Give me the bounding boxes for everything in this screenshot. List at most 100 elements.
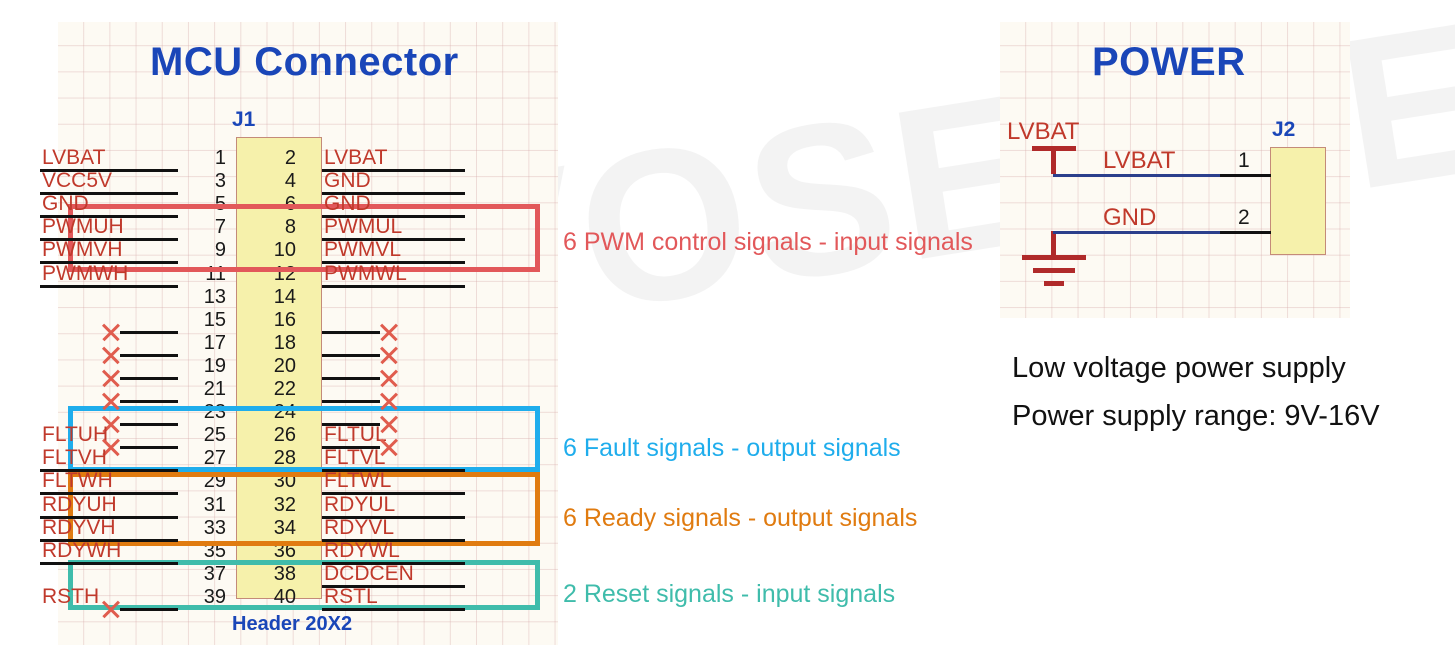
pin-row: 31 32	[0, 490, 500, 520]
net-wire-right	[322, 238, 465, 242]
net-wire-left	[120, 330, 178, 334]
net-label-right: PWMUL	[324, 215, 403, 239]
pin-number-even: 16	[273, 308, 296, 331]
pin-row: 39 40	[0, 582, 500, 612]
net-wire-left	[40, 284, 178, 288]
pin-number-even: 4	[284, 170, 296, 193]
pin-number-odd: 31	[203, 493, 226, 516]
pin-row: 27 28	[0, 443, 500, 473]
pin-number-odd: 7	[214, 216, 226, 239]
net-wire-right	[322, 400, 380, 403]
no-connect-icon	[100, 390, 122, 412]
net-label-right: FLTVL	[324, 446, 386, 470]
annotation-ready: 6 Ready signals - output signals	[563, 504, 918, 532]
net-wire-left	[40, 215, 178, 219]
pin-number-even: 28	[273, 447, 296, 470]
net-label-left: RDYUH	[42, 492, 117, 516]
pin-number-even: 40	[273, 585, 296, 608]
net-wire-left	[120, 423, 178, 427]
net-wire-right	[322, 492, 465, 496]
net-wire-right	[322, 330, 380, 334]
pin-row: 25 26	[0, 420, 500, 450]
net-wire-right	[322, 284, 465, 288]
power-net-wire-blue	[1053, 174, 1220, 177]
net-wire-right	[322, 561, 465, 565]
power-net-wire-blue	[1053, 231, 1220, 234]
net-label-right: RDYVL	[324, 515, 395, 539]
annotation-reset: 2 Reset signals - input signals	[563, 580, 896, 608]
net-wire-left	[40, 238, 178, 242]
net-wire-right	[322, 584, 465, 588]
net-wire-left	[40, 561, 178, 565]
annotation-pwm: 6 PWM control signals - input signals	[563, 228, 973, 256]
no-connect-icon	[378, 344, 400, 366]
pin-number-even: 26	[273, 424, 296, 447]
pin-number-odd: 17	[203, 331, 226, 354]
net-label-left: RSTH	[42, 584, 100, 608]
net-wire-left	[120, 607, 178, 611]
net-label-right: RDYUL	[324, 492, 396, 516]
j2-connector-body[interactable]	[1270, 147, 1326, 255]
power-net-wire-black	[1220, 231, 1271, 234]
net-wire-left	[120, 376, 178, 380]
power-note-line-2: Power supply range: 9V-16V	[1012, 400, 1380, 432]
pin-number-even: 20	[273, 354, 296, 377]
net-label-right: FLTUL	[324, 423, 387, 447]
highlight-box-reset	[68, 560, 540, 610]
pin-number-odd: 13	[203, 285, 226, 308]
net-label-left: FLTVH	[42, 446, 107, 470]
net-label-right: RSTL	[324, 584, 378, 608]
net-wire-right	[322, 515, 465, 519]
net-label-right: LVBAT	[324, 146, 388, 169]
net-wire-left	[40, 169, 178, 172]
pin-number-odd: 39	[203, 585, 226, 608]
no-connect-icon	[100, 367, 122, 389]
net-label-left: LVBAT	[42, 146, 106, 169]
net-wire-right	[322, 353, 380, 357]
j1-connector-body[interactable]	[236, 137, 322, 599]
pin-number-odd: 27	[203, 447, 226, 470]
ground-symbol-bar-1	[1022, 255, 1086, 260]
j2-pin-number: 2	[1238, 206, 1250, 229]
pin-number-odd: 3	[214, 170, 226, 193]
net-label-right: PWMWL	[324, 261, 407, 285]
net-label-left: PWMUH	[42, 215, 124, 239]
net-wire-right	[322, 169, 465, 172]
j2-pin-number: 1	[1238, 149, 1250, 172]
ground-symbol-bar-3	[1044, 281, 1064, 286]
net-label-left: RDYWH	[42, 538, 122, 562]
net-wire-right	[322, 446, 380, 450]
net-label-right: GND	[324, 192, 371, 216]
pin-number-odd: 37	[203, 562, 226, 585]
highlight-box-pwm	[68, 204, 540, 272]
net-wire-left	[40, 538, 178, 542]
net-wire-right	[322, 261, 465, 265]
lvbat-power-port-label: LVBAT	[1007, 118, 1080, 145]
net-wire-left	[40, 469, 178, 473]
net-label-left: FLTWH	[42, 469, 113, 493]
power-net-label: GND	[1103, 204, 1157, 231]
pin-number-even: 18	[273, 331, 296, 354]
pin-number-even: 22	[273, 378, 296, 400]
net-wire-right	[322, 215, 465, 219]
pin-number-even: 32	[273, 493, 296, 516]
no-connect-icon	[378, 321, 400, 343]
no-connect-icon	[378, 367, 400, 389]
pin-number-odd: 25	[203, 424, 226, 447]
highlight-box-ready	[68, 472, 540, 546]
j1-reference-designator: J1	[232, 108, 256, 131]
net-wire-right	[322, 423, 380, 427]
pin-number-odd: 19	[203, 354, 226, 377]
pin-number-odd: 1	[214, 147, 226, 169]
net-label-right: RDYWL	[324, 538, 400, 562]
ground-symbol-stem	[1051, 231, 1056, 257]
